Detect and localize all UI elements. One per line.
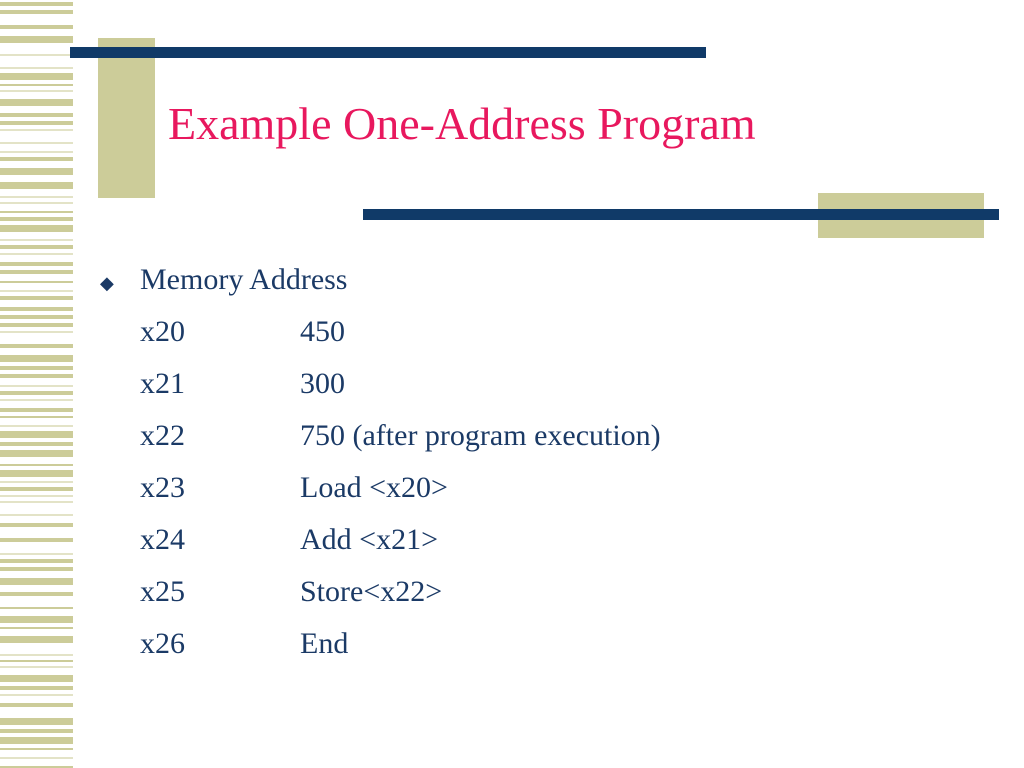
memory-row: x20 450: [100, 306, 980, 358]
memory-row: x25 Store<x22>: [100, 566, 980, 618]
memory-value-cell: End: [300, 627, 349, 660]
memory-value-cell: Load <x20>: [300, 471, 448, 504]
title-khaki-column-decoration: [98, 38, 155, 198]
slide-body: ◆ Memory Address x20 450 x21 300 x22 750…: [100, 254, 980, 670]
bullet-item-memory-address: ◆ Memory Address: [100, 254, 980, 306]
memory-row: x23 Load <x20>: [100, 462, 980, 514]
memory-address-cell: x22: [140, 419, 185, 452]
memory-value-cell: Add <x21>: [300, 523, 439, 556]
memory-value-cell: 300: [300, 367, 345, 400]
slide-title: Example One-Address Program: [168, 98, 756, 149]
diamond-bullet-icon: ◆: [100, 273, 114, 293]
bullet-item-label: Memory Address: [140, 263, 348, 296]
left-stripe-decoration: [0, 0, 73, 768]
memory-address-cell: x20: [140, 315, 185, 348]
memory-address-cell: x25: [140, 575, 185, 608]
title-top-bar-decoration: [70, 47, 706, 58]
title-bottom-bar-decoration: [363, 209, 999, 220]
memory-row: x21 300: [100, 358, 980, 410]
memory-address-cell: x24: [140, 523, 185, 556]
memory-address-cell: x26: [140, 627, 185, 660]
memory-row: x24 Add <x21>: [100, 514, 980, 566]
memory-value-cell: Store<x22>: [300, 575, 443, 608]
memory-value-cell: 450: [300, 315, 345, 348]
memory-address-cell: x21: [140, 367, 185, 400]
memory-row: x22 750 (after program execution): [100, 410, 980, 462]
memory-value-cell: 750 (after program execution): [300, 419, 661, 452]
memory-row: x26 End: [100, 618, 980, 670]
memory-address-cell: x23: [140, 471, 185, 504]
